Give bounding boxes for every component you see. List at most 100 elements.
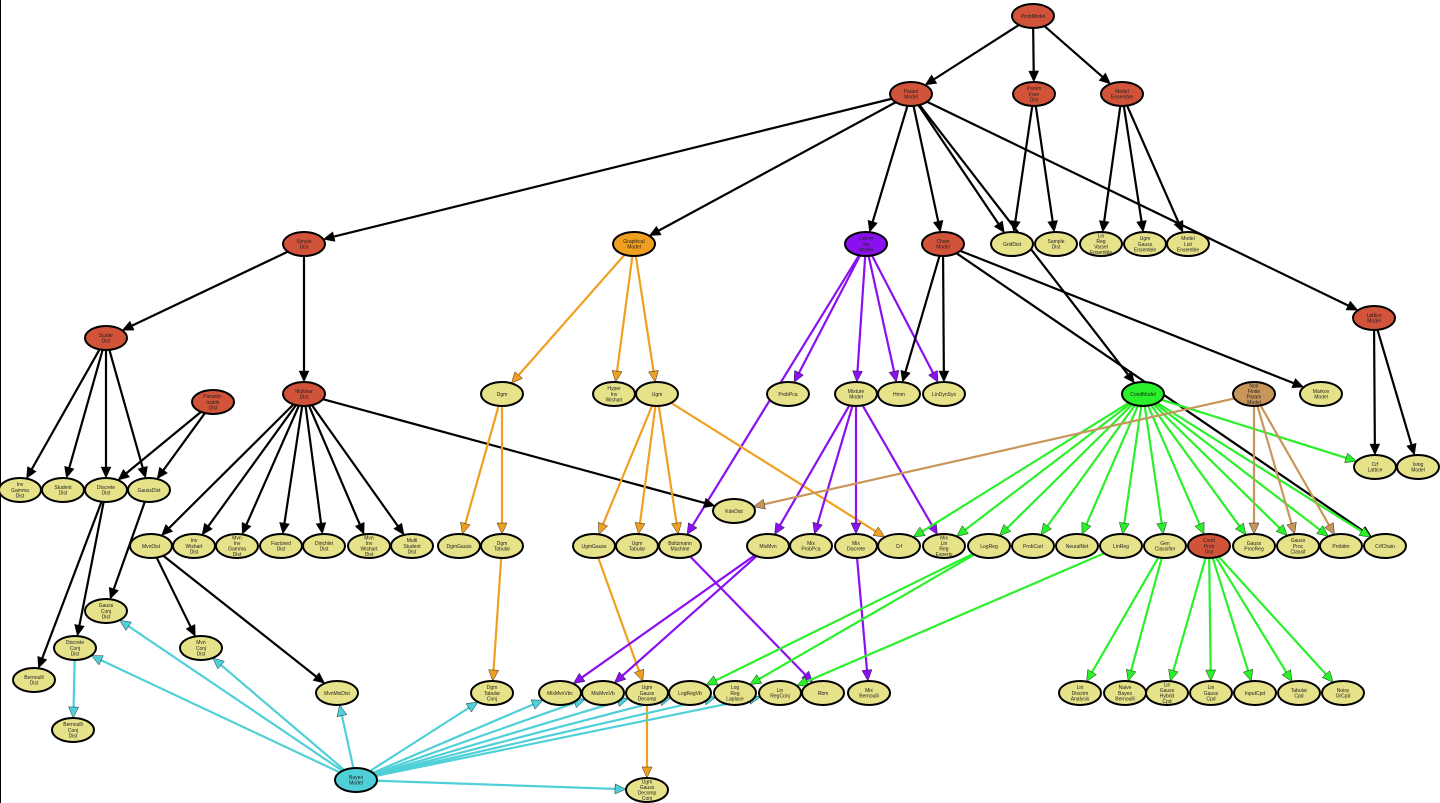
node-grid-dist[interactable]: GridDist: [990, 231, 1034, 257]
node-mix-mvn[interactable]: MixMvn: [746, 533, 790, 559]
node-lin-reg[interactable]: LinReg: [1099, 533, 1143, 559]
node-ugm[interactable]: Ugm: [635, 381, 679, 407]
node-dgm-gauss[interactable]: DgmGauss: [437, 533, 481, 559]
node-neural-net[interactable]: NeuralNet: [1055, 533, 1099, 559]
node-prob-cart[interactable]: ProbCart: [1011, 533, 1055, 559]
arrowhead: [1275, 523, 1288, 536]
node-mix-mvn-vbc[interactable]: MixMvnVbc: [538, 680, 582, 706]
node-label: Conj: [68, 728, 78, 734]
node-mvn-mix-dist[interactable]: MvnMixDist: [315, 680, 359, 706]
node-mvn-dist[interactable]: MvnDist: [129, 533, 173, 559]
edge-line: [964, 402, 1132, 531]
node-mix-mvn-vb[interactable]: MixMvnVb: [581, 680, 625, 706]
node-label: Conj: [70, 646, 80, 652]
arrowhead: [686, 522, 698, 536]
node-probitm[interactable]: Probitm: [1319, 533, 1363, 559]
node-ellipse: [1079, 231, 1123, 257]
node-cond-model[interactable]: CondModel: [1121, 381, 1165, 407]
node-label: Conj: [642, 796, 652, 802]
node-label: Bayes: [349, 775, 363, 781]
node-gauss-dist[interactable]: GaussDist: [127, 477, 171, 503]
node-kde-dist[interactable]: KdeDist: [712, 498, 756, 524]
node-crf-chain[interactable]: CrfChain: [1363, 533, 1407, 559]
node-hmm[interactable]: Hmm: [877, 381, 921, 407]
node-label: Dgm: [497, 392, 508, 398]
node-log-reg[interactable]: LogReg: [967, 533, 1011, 559]
node-prob-pca[interactable]: ProbPca: [766, 381, 810, 407]
node-ellipse: [315, 680, 359, 706]
node-label: Model: [1115, 89, 1129, 95]
node-log-reg-vb[interactable]: LogRegVb: [668, 680, 712, 706]
node-label: Chain: [936, 239, 949, 245]
node-lin-dyn-sys[interactable]: LinDynSys: [922, 381, 966, 407]
arrowhead: [119, 619, 132, 631]
node-label: Probitm: [1332, 544, 1349, 550]
node-dgm[interactable]: Dgm: [480, 381, 524, 407]
node-rbm[interactable]: Rbm: [801, 680, 845, 706]
node-crf[interactable]: Crf: [877, 533, 921, 559]
node-ugm-gauss[interactable]: UgmGauss: [572, 533, 616, 559]
edge-line: [311, 404, 399, 527]
node-prob-model[interactable]: ProbModel: [1011, 3, 1055, 29]
node-input-cpd[interactable]: InputCpd: [1233, 680, 1277, 706]
